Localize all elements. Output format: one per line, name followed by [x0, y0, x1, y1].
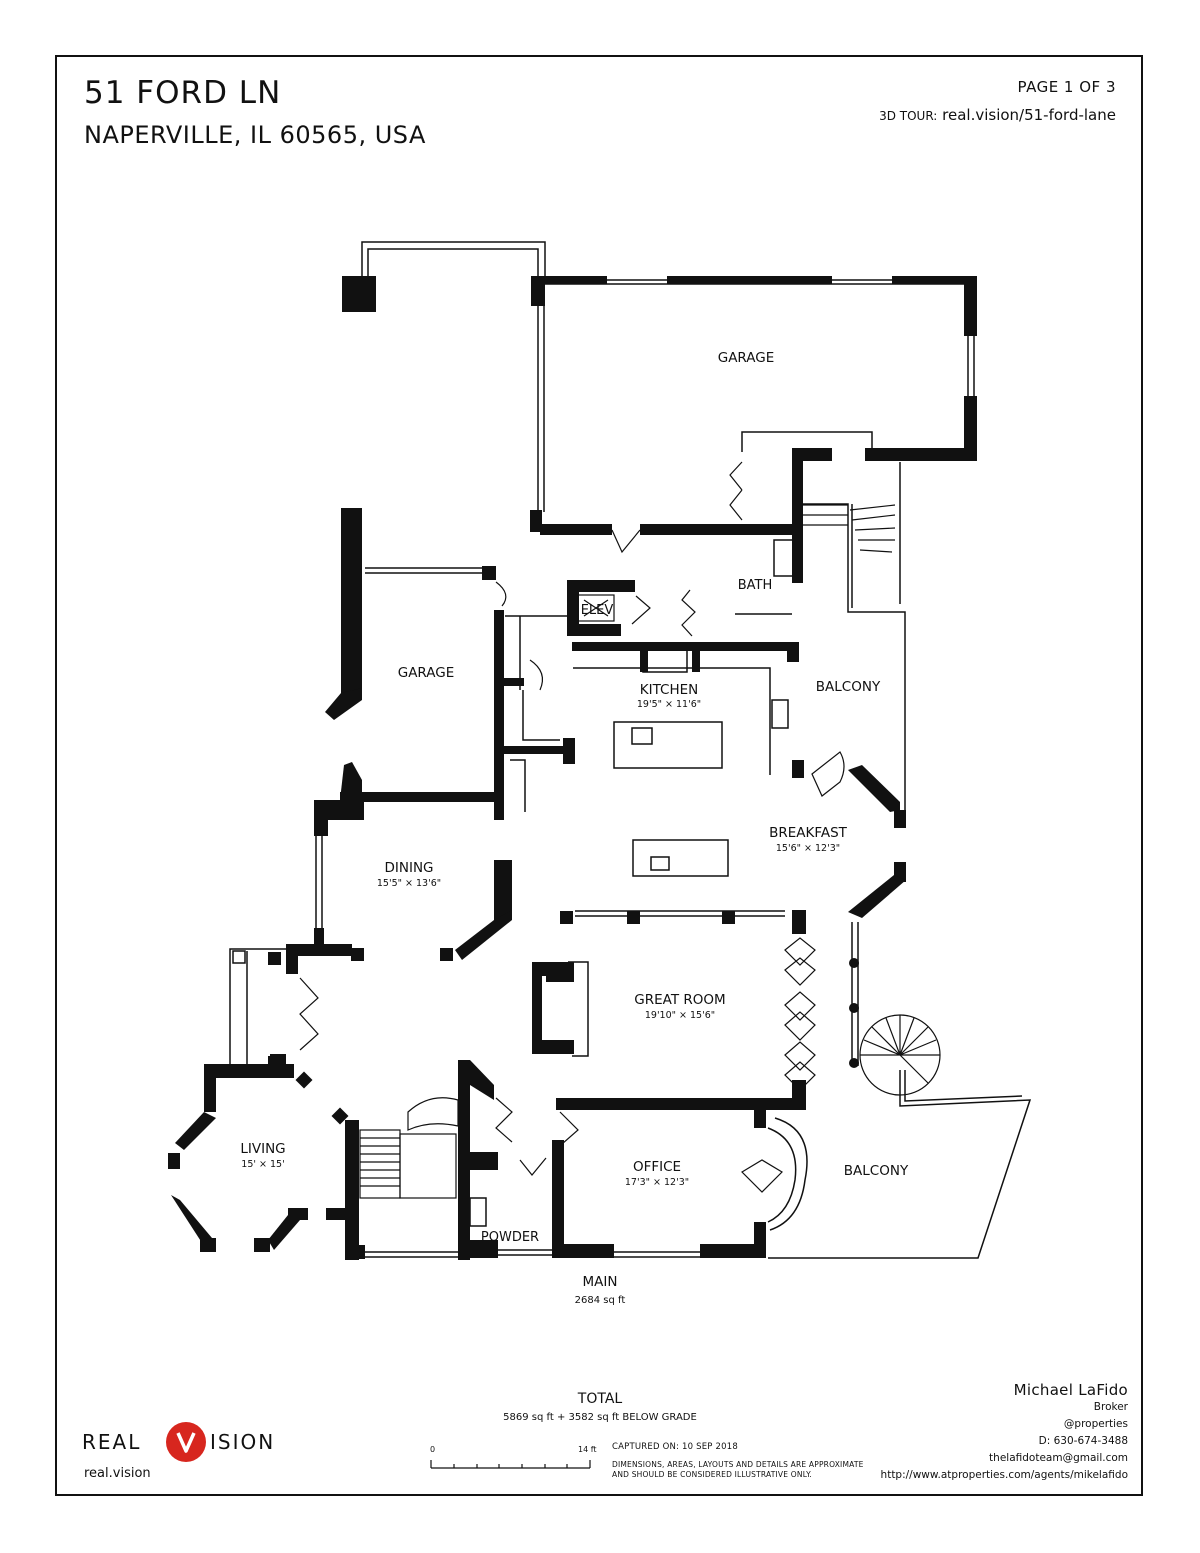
- room-dims: 19'10" × 15'6": [645, 1010, 715, 1021]
- logo-word-right: ISION: [210, 1430, 276, 1454]
- scale-start: 0: [430, 1445, 435, 1454]
- captured-date: CAPTURED ON: 10 SEP 2018: [612, 1442, 738, 1452]
- room-name: BATH: [738, 578, 773, 593]
- room-dims: 15'5" × 13'6": [377, 878, 441, 889]
- address-line-2: NAPERVILLE, IL 60565, USA: [84, 121, 426, 149]
- room-name: GREAT ROOM: [634, 992, 725, 1008]
- thin-walls: [229, 241, 1032, 1259]
- room-name: BREAKFAST: [769, 825, 848, 841]
- room-name: BALCONY: [844, 1163, 909, 1179]
- agent-phone[interactable]: D: 630-674-3488: [1038, 1435, 1128, 1447]
- page-frame: [55, 55, 1143, 1496]
- room-name: LIVING: [240, 1141, 285, 1157]
- room-dims: 15'6" × 12'3": [776, 843, 840, 854]
- agent-url[interactable]: http://www.atproperties.com/agents/mikel…: [880, 1469, 1128, 1481]
- room-name: KITCHEN: [640, 682, 699, 698]
- agent-name: Michael LaFido: [1013, 1381, 1128, 1399]
- brand-logo: REAL ISION: [82, 1422, 282, 1462]
- tour-link[interactable]: 3D TOUR: real.vision/51-ford-lane: [879, 106, 1116, 124]
- agent-card: Michael LaFido Broker @properties D: 630…: [881, 1381, 1128, 1484]
- stairs: [359, 504, 941, 1199]
- total-label: TOTAL: [577, 1391, 623, 1407]
- address-line-1: 51 FORD LN: [84, 75, 282, 111]
- agent-email[interactable]: thelafidoteam@gmail.com: [989, 1452, 1128, 1464]
- room-name: DINING: [384, 860, 433, 876]
- columns: [268, 911, 859, 1125]
- room-dims: 17'3" × 12'3": [625, 1177, 689, 1188]
- disclaimer-line: DIMENSIONS, AREAS, LAYOUTS AND DETAILS A…: [612, 1460, 864, 1469]
- logo-word-left: REAL: [82, 1430, 142, 1454]
- room-name: OFFICE: [633, 1159, 681, 1175]
- page-indicator: PAGE 1 OF 3: [1017, 78, 1116, 96]
- disclaimer: DIMENSIONS, AREAS, LAYOUTS AND DETAILS A…: [612, 1460, 864, 1480]
- logo-v-mark: [166, 1422, 206, 1462]
- scale-end: 14 ft: [578, 1445, 597, 1454]
- room-name: BALCONY: [816, 679, 881, 695]
- agent-company: @properties: [1063, 1418, 1128, 1430]
- room-name: ELEV: [581, 603, 614, 618]
- brand-site[interactable]: real.vision: [84, 1466, 151, 1481]
- doors: [299, 461, 845, 1193]
- thick-walls: [168, 276, 977, 1260]
- room-name: GARAGE: [398, 665, 455, 681]
- room-dims: 19'5" × 11'6": [637, 699, 701, 710]
- floor-area: 2684 sq ft: [575, 1295, 626, 1306]
- room-name: POWDER: [481, 1230, 539, 1245]
- tour-url: real.vision/51-ford-lane: [942, 106, 1116, 124]
- agent-title: Broker: [1093, 1401, 1128, 1413]
- v-icon: [176, 1432, 196, 1453]
- scale-bar: 0 14 ft: [430, 1445, 597, 1469]
- room-dims: 15' × 15': [241, 1159, 284, 1170]
- tour-label: 3D TOUR:: [879, 109, 938, 123]
- disclaimer-line: AND SHOULD BE CONSIDERED ILLUSTRATIVE ON…: [612, 1470, 812, 1479]
- room-labels: GARAGE GARAGE ELEV BATH KITCHEN 19'5" × …: [240, 350, 909, 1306]
- floor-name: MAIN: [583, 1274, 618, 1290]
- total-value: 5869 sq ft + 3582 sq ft BELOW GRADE: [503, 1412, 697, 1423]
- room-name: GARAGE: [718, 350, 775, 366]
